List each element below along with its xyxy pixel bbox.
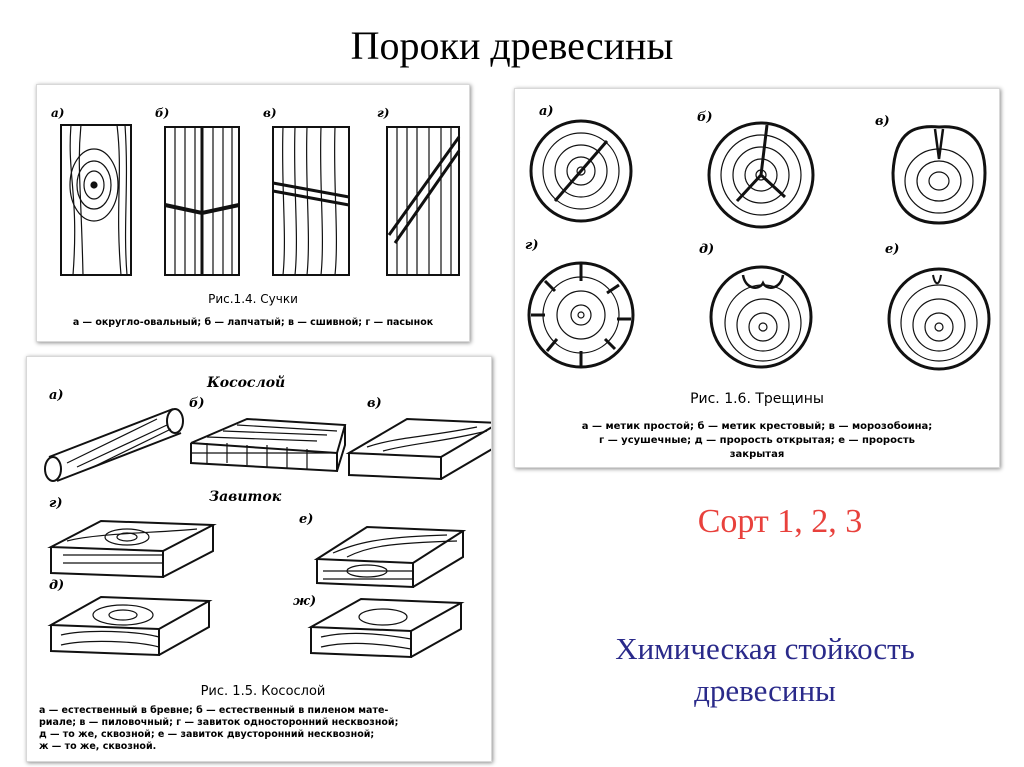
chemical-resistance-line1: Химическая стойкость (615, 631, 915, 666)
knot-label-b: б) (155, 106, 169, 120)
crack-ingrown-closed (887, 267, 991, 371)
curl-through-board (47, 595, 213, 657)
knot-label-a: а) (51, 106, 64, 120)
crack-heart-simple (529, 119, 633, 223)
crack-label-d: д) (699, 242, 714, 257)
slope-label-e: е) (299, 512, 313, 527)
crack-shrinkage (527, 261, 635, 369)
knot-branch-board (386, 126, 460, 276)
grade-text: Сорт 1, 2, 3 (697, 503, 863, 540)
slope-figure: а) Косослой б) в) Завиток г) д) е) ж) Ри… (26, 356, 492, 762)
cracks-figure: а) б) в) г) д) е) Рис. 1.6. Трещины а — … (514, 88, 1000, 468)
cracks-legend-line1: а — метик простой; б — метик крестовый; … (582, 420, 932, 432)
slope-log (44, 408, 184, 482)
slope-caption: Рис. 1.5. Косослой (201, 684, 326, 699)
crack-label-a: а) (539, 104, 554, 119)
chemical-resistance-line2: древесины (694, 673, 836, 708)
slope-label-d: д) (49, 578, 64, 593)
cracks-caption: Рис. 1.6. Трещины (690, 391, 824, 407)
crack-heart-cross (707, 121, 815, 229)
cracks-legend-line2: г — усушечные; д — прорость открытая; е … (599, 435, 915, 446)
knots-legend: а — округло-овальный; б — лапчатый; в — … (73, 317, 434, 328)
knot-label-g: г) (377, 106, 389, 120)
crack-label-b: б) (697, 110, 713, 125)
knots-caption: Рис.1.4. Сучки (208, 292, 298, 306)
curl-heading: Завиток (209, 489, 282, 505)
crack-label-e: е) (885, 242, 899, 257)
curl-one-sided-board (47, 519, 217, 579)
slope-label-b: б) (189, 396, 205, 411)
knot-spike-board (272, 126, 350, 276)
slope-label-g: г) (49, 496, 62, 511)
crack-frost (891, 125, 987, 225)
slope-legend-line2: риале; в — пиловочный; г — завиток однос… (39, 717, 398, 728)
slope-legend-line3: д — то же, сквозной; е — завиток двустор… (39, 729, 374, 740)
chemical-resistance-text: Химическая стойкость древесины (555, 628, 975, 712)
slide-title: Пороки древесины (350, 23, 674, 68)
slope-legend-line1: а — естественный в бревне; б — естествен… (39, 705, 388, 716)
knots-drawing: а) б) в) г) Рис.1.4. Сучки а — округло-о… (51, 106, 461, 328)
crack-label-v: в) (875, 114, 890, 129)
slope-drawing: а) Косослой б) в) Завиток г) д) е) ж) Ри… (39, 374, 491, 752)
slope-legend-line4: ж — то же, сквозной. (39, 741, 156, 752)
crack-label-g: г) (525, 238, 538, 253)
slope-label-zh: ж) (293, 594, 316, 609)
knot-label-v: в) (263, 106, 277, 120)
slope-heading: Косослой (206, 374, 285, 391)
slope-label-v: в) (367, 396, 382, 411)
curl-two-sided-board (313, 525, 467, 589)
cracks-drawing: а) б) в) г) д) е) Рис. 1.6. Трещины а — … (525, 104, 991, 460)
slope-label-a: а) (49, 388, 64, 403)
knots-figure: а) б) в) г) Рис.1.4. Сучки а — округло-о… (36, 84, 470, 342)
curl-two-sided-through-board (307, 597, 465, 659)
slope-sawn-board (190, 417, 347, 473)
cracks-legend-line3: закрытая (730, 449, 785, 460)
knot-round-board (60, 124, 132, 276)
slope-lumber-board (345, 417, 491, 481)
crack-ingrown-open (709, 265, 813, 369)
